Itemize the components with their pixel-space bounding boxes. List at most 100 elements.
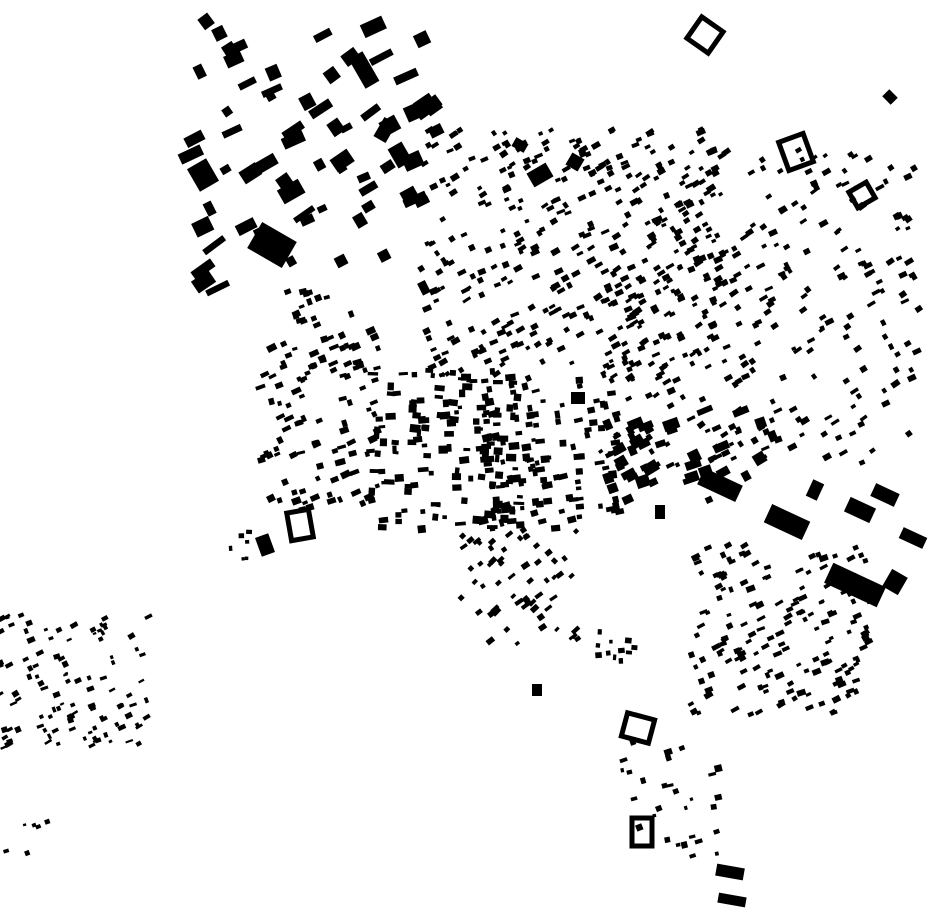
building [442,399,449,408]
building [800,292,808,300]
building [677,206,687,213]
building [794,415,803,424]
building [117,723,127,732]
building [537,622,548,632]
building [359,385,367,391]
building [526,576,535,585]
building [852,655,860,662]
building [376,248,392,263]
building [331,447,339,455]
building [492,496,501,504]
building [772,650,783,658]
building [268,373,277,380]
building [211,24,228,42]
building [365,325,377,336]
building [568,572,575,580]
large-building [655,505,665,519]
building [458,456,470,465]
building [652,391,660,399]
building [505,330,513,338]
building [510,340,520,349]
building [846,312,855,321]
building [638,337,649,347]
building [581,231,592,239]
building [848,430,857,437]
building [604,286,614,294]
building [561,311,571,319]
building [558,508,566,515]
building [369,332,380,342]
building [620,467,637,481]
building [736,682,747,691]
building [514,597,524,607]
building [625,297,632,304]
building [395,518,402,525]
building [719,249,730,257]
building [556,208,566,215]
building [546,204,555,212]
large-building [870,483,900,507]
building [257,456,266,464]
building [739,578,749,587]
building [92,737,101,744]
building [276,435,284,445]
building [600,228,610,236]
large-building [882,89,898,105]
building [366,448,375,454]
building [727,558,736,565]
building [521,594,531,604]
building [656,269,666,277]
building [845,687,855,695]
building [631,141,640,149]
building [496,508,502,514]
building [881,387,888,394]
building [596,178,605,186]
building [234,217,258,237]
building [712,572,720,579]
building [807,611,815,618]
building [626,769,633,775]
building [32,663,40,669]
building [717,191,724,197]
building [635,274,643,282]
building [513,230,522,238]
building [885,257,895,267]
building [721,358,728,364]
building [550,557,559,565]
building [26,664,34,672]
building [265,493,276,504]
building [696,404,714,417]
building [17,613,22,618]
building [360,103,382,122]
building [852,688,860,696]
building [295,316,307,324]
building [695,127,707,137]
building [684,470,700,484]
building [486,610,496,619]
building [717,651,723,657]
building [501,501,512,511]
building [515,521,525,529]
building [336,444,347,450]
building [291,309,302,319]
building [548,308,558,317]
building [540,202,549,210]
building [259,370,270,379]
building [202,200,217,217]
building [44,818,51,825]
building [4,661,14,669]
building [73,677,82,685]
building [621,221,629,229]
building [734,654,743,662]
building [601,465,610,471]
building [903,172,913,182]
building [710,168,720,178]
building [728,441,735,447]
building [290,386,302,396]
building [69,621,79,630]
building [290,496,302,506]
building [510,593,517,600]
building [818,700,826,707]
building [739,667,748,675]
building [908,366,915,374]
